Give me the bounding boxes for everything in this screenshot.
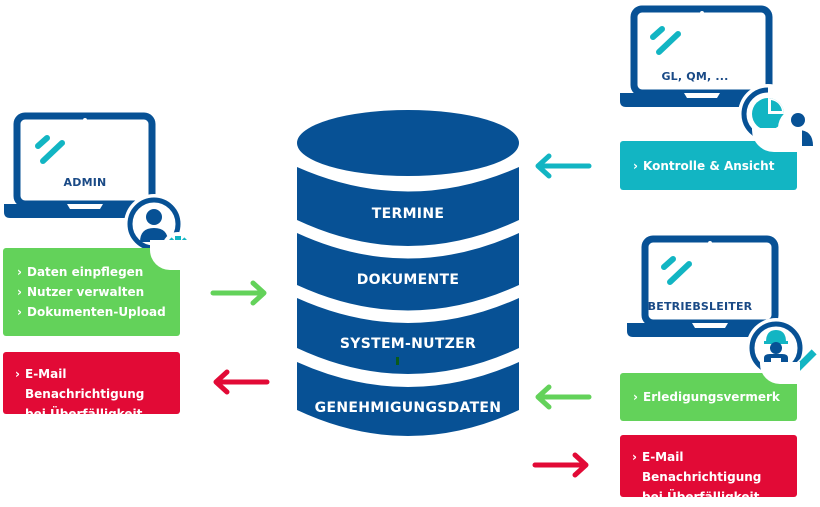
db-layer-label-dokumente: DOKUMENTE bbox=[356, 272, 460, 288]
arrow-right-icon bbox=[532, 452, 589, 478]
database-layer-dokumente bbox=[297, 233, 519, 311]
db-layer-label-termine: TERMINE bbox=[371, 206, 445, 222]
badge-notch bbox=[760, 362, 800, 384]
admin-task-item: › Nutzer verwalten bbox=[17, 282, 180, 302]
laptop-label-admin: ADMIN bbox=[63, 176, 107, 189]
laptop-label-management: GL, QM, ... bbox=[661, 70, 729, 83]
arrow-left-icon bbox=[213, 369, 270, 395]
database-top bbox=[297, 110, 519, 176]
chevron-right-icon: › bbox=[17, 305, 22, 319]
db-layer-label-system-nutzer: SYSTEM-NUTZER bbox=[339, 336, 477, 352]
admin-task-item: › Daten einpflegen bbox=[17, 262, 180, 282]
database-layer-system-nutzer bbox=[297, 298, 519, 374]
admin-task-item: › Dokumenten-Upload bbox=[17, 302, 180, 322]
db-layer-label-genehmigungsdaten: GENEHMIGUNGSDATEN bbox=[314, 400, 502, 416]
chevron-right-icon: › bbox=[17, 285, 22, 299]
chevron-right-icon: › bbox=[17, 265, 22, 279]
database-layer-genehmigungsdaten bbox=[297, 362, 519, 436]
database-layer-termine bbox=[297, 167, 519, 246]
laptop-label-operator: BETRIEBSLEITER bbox=[647, 300, 753, 313]
arrow-right-icon bbox=[210, 280, 267, 306]
admin-tasks-box: › Daten einpflegen › Nutzer verwalten › … bbox=[3, 248, 180, 336]
chevron-right-icon: › bbox=[633, 390, 638, 404]
chevron-right-icon: › bbox=[15, 367, 20, 381]
operator-notification-box: › E-Mail Benachrichtigung bei Überfällig… bbox=[620, 435, 797, 504]
arrow-left-icon bbox=[535, 384, 592, 410]
operator-action-box: › Erledigungsvermerk bbox=[620, 373, 797, 421]
chevron-right-icon: › bbox=[633, 159, 638, 173]
chevron-right-icon: › bbox=[632, 450, 637, 464]
arrow-left-icon bbox=[535, 153, 592, 179]
cursor-marker bbox=[396, 357, 399, 365]
badge-notch bbox=[150, 240, 190, 270]
admin-notification-box: › E-Mail Benachrichtigung bei Überfällig… bbox=[3, 352, 180, 421]
